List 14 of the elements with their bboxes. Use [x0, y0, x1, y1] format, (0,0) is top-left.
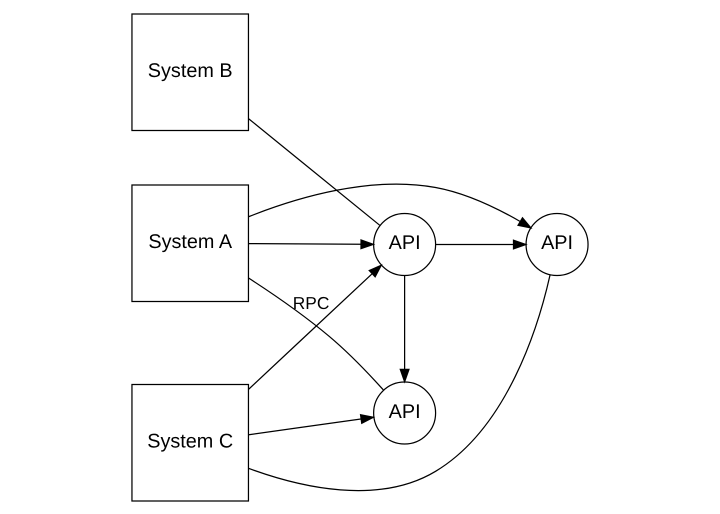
node-circle: API: [373, 380, 436, 444]
connector: [248, 118, 380, 226]
connector: [248, 274, 551, 491]
node-circle: API: [525, 212, 589, 276]
edge-label: RPC: [292, 292, 330, 313]
arrow: [399, 275, 410, 384]
node-box: System A: [131, 184, 250, 302]
arrow: [248, 183, 532, 228]
node-box: System B: [131, 12, 250, 131]
arrow: [248, 238, 376, 249]
arrow: [436, 238, 528, 250]
node-box: System C: [131, 383, 250, 502]
node-circle: API: [373, 212, 436, 276]
arrow: [248, 413, 376, 435]
